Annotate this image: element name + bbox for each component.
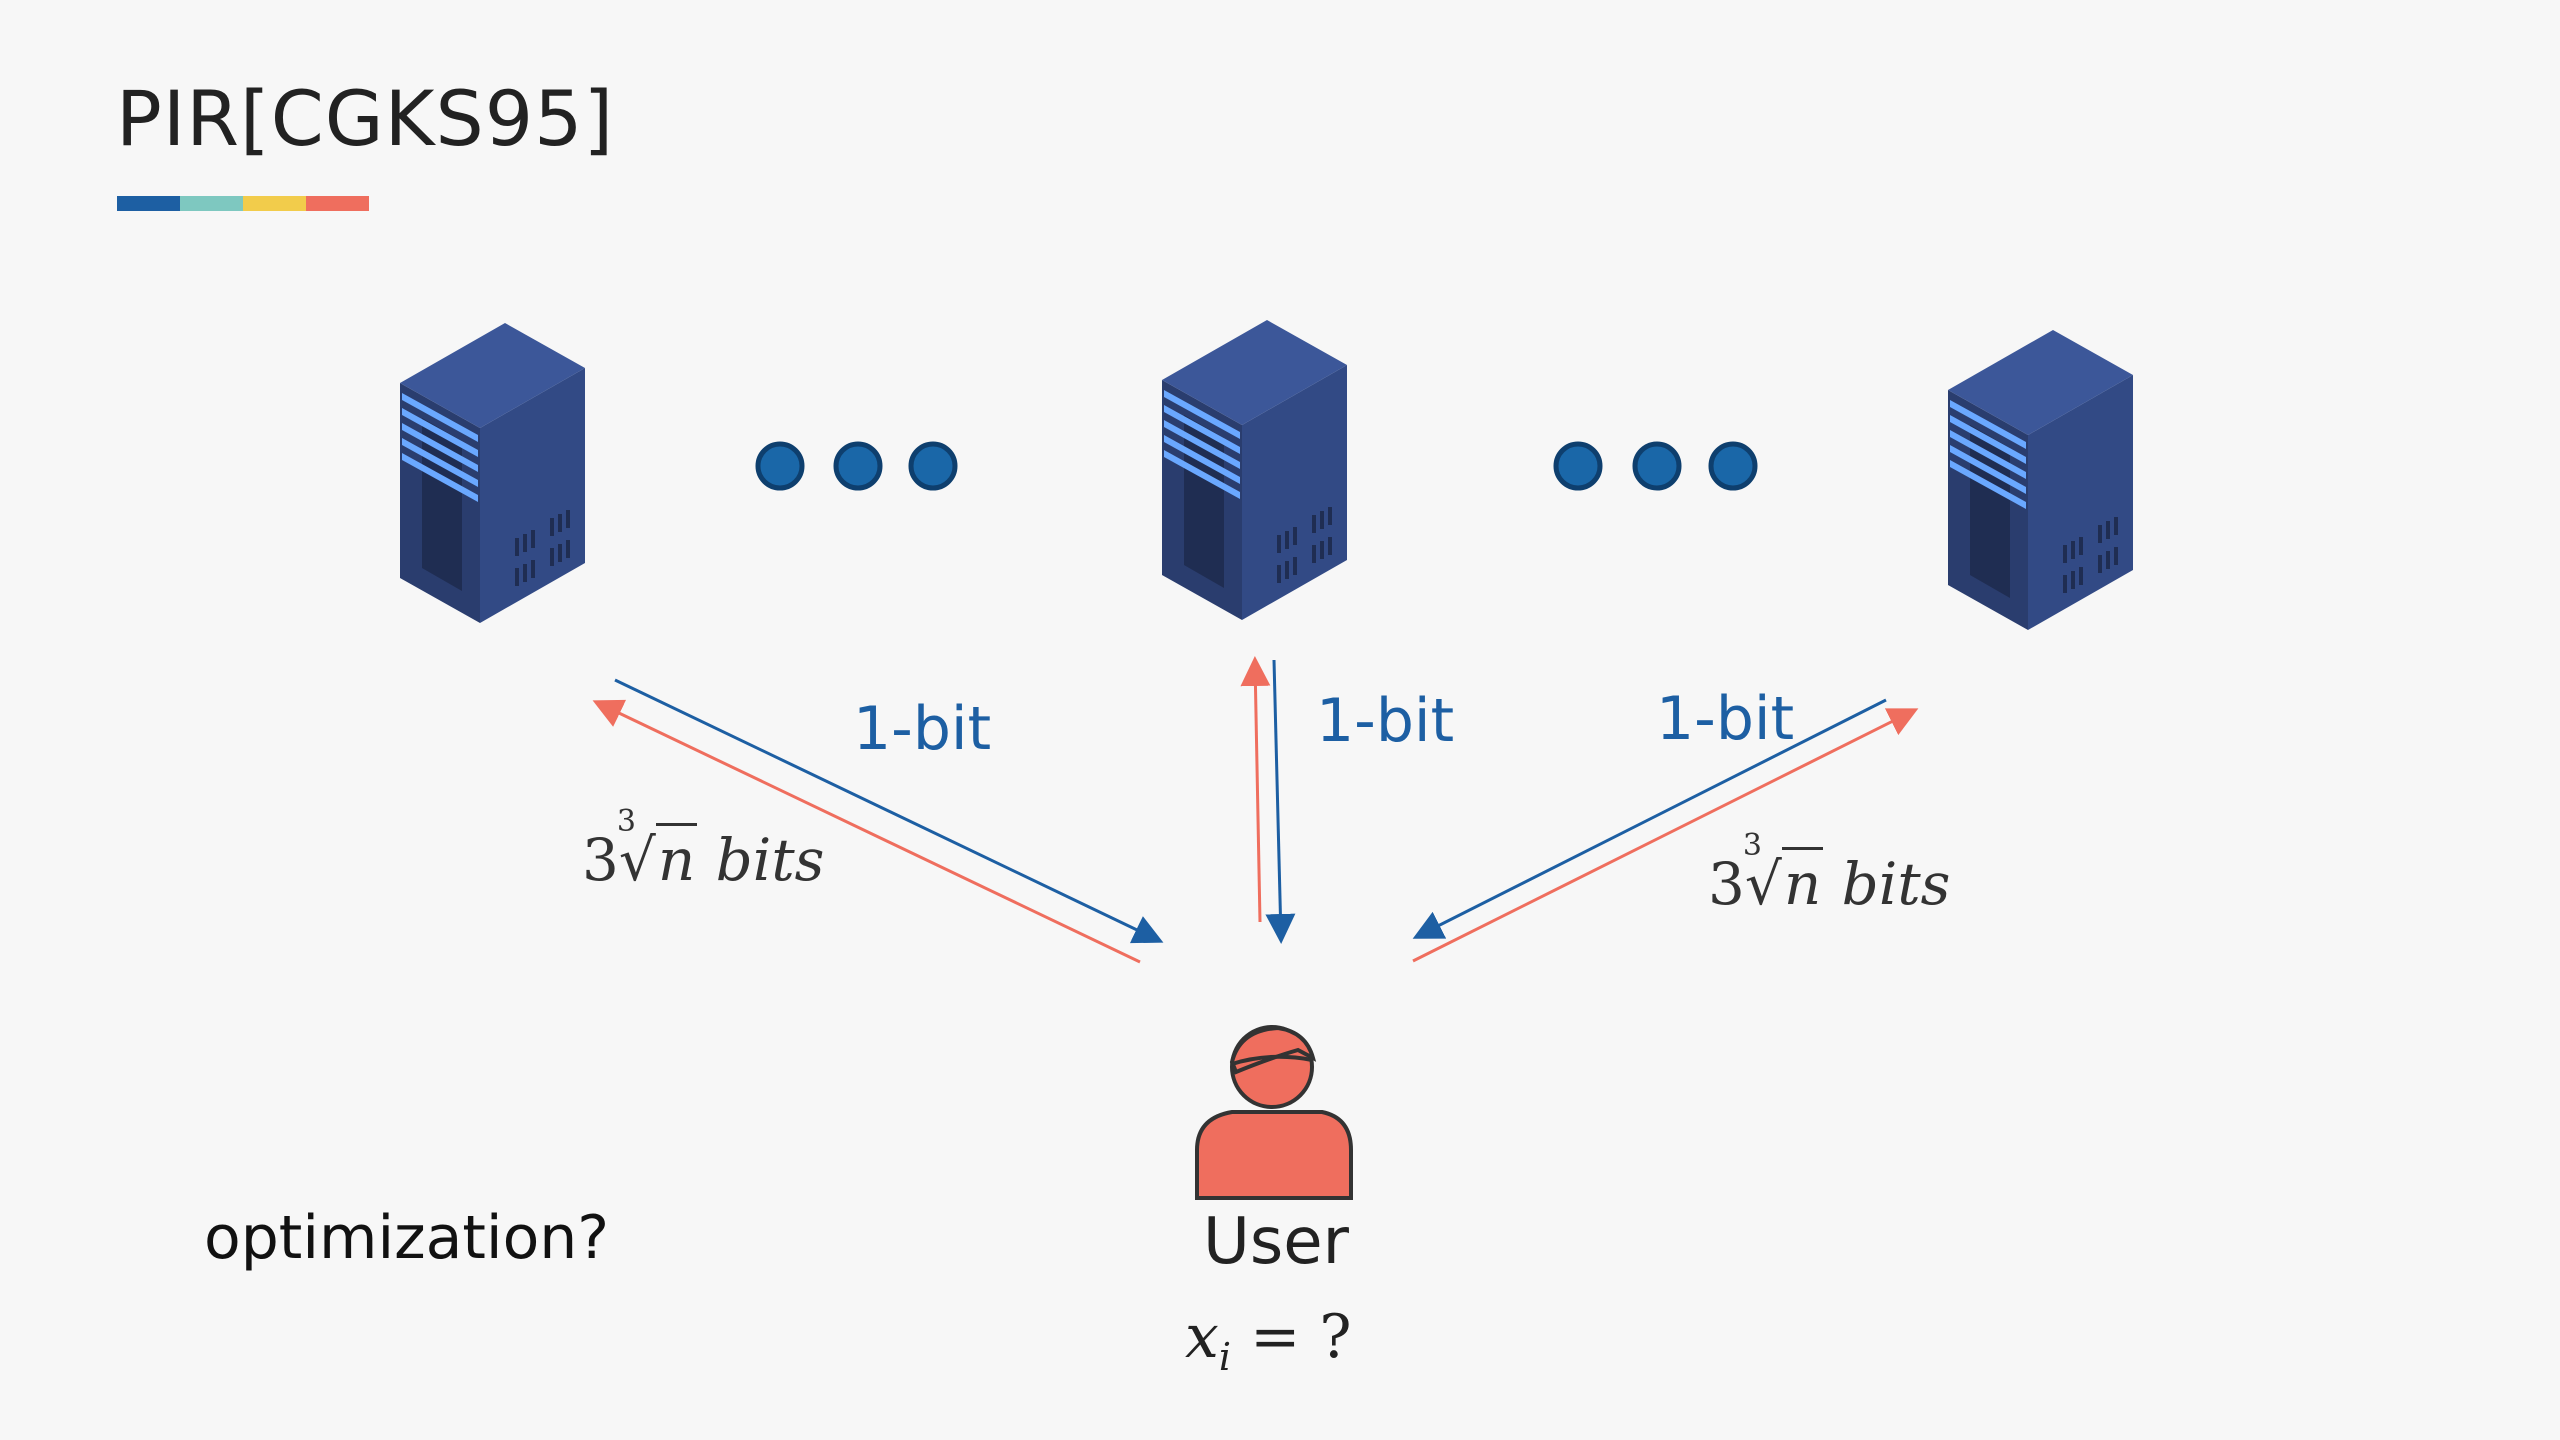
server-icon [400,323,585,623]
title-underline [117,196,369,211]
ellipsis-dots-icon [755,441,958,491]
query-arrow-left [614,678,1164,944]
underline-segment-red [306,196,369,211]
right-root-var: n [1781,847,1824,918]
server-icon [1948,330,2133,630]
answer-arrow-right [1412,708,1919,963]
right-cube-root: 3√n [1742,828,1824,918]
user-icon [1195,1025,1353,1200]
left-cube-root: 3√n [616,804,698,894]
answer-arrow-left [592,699,1141,964]
right-bits-unit: bits [1841,850,1951,918]
slide-title: PIR[CGKS95] [116,74,615,163]
underline-segment-yellow [243,196,306,211]
label-left-1bit: 1-bit [853,694,992,764]
user-label: User [1203,1205,1349,1279]
ellipsis-dots-icon [1553,441,1758,491]
underline-segment-teal [180,196,243,211]
left-root-index: 3 [616,804,636,839]
query-var: x [1185,1302,1219,1372]
underline-segment-blue [117,196,180,211]
server-right [1948,330,2133,630]
answer-arrow-center [1240,656,1271,923]
query-arrow-center [1265,659,1296,944]
query-sub: i [1218,1335,1231,1379]
label-right-1bit: 1-bit [1656,684,1795,754]
right-bits-coef: 3 [1708,850,1745,918]
query-arrow-right [1412,698,1887,939]
label-center-1bit: 1-bit [1316,686,1455,756]
optimization-question: optimization? [204,1203,610,1273]
left-root-var: n [655,823,698,894]
left-bits-coef: 3 [582,826,619,894]
server-icon [1162,320,1347,620]
server-center [1162,320,1347,620]
user-query-equation: xi = ? [1185,1302,1352,1379]
query-rest: = ? [1231,1302,1352,1372]
right-root-index: 3 [1742,828,1762,863]
server-left [400,323,585,623]
left-bits-unit: bits [715,826,825,894]
